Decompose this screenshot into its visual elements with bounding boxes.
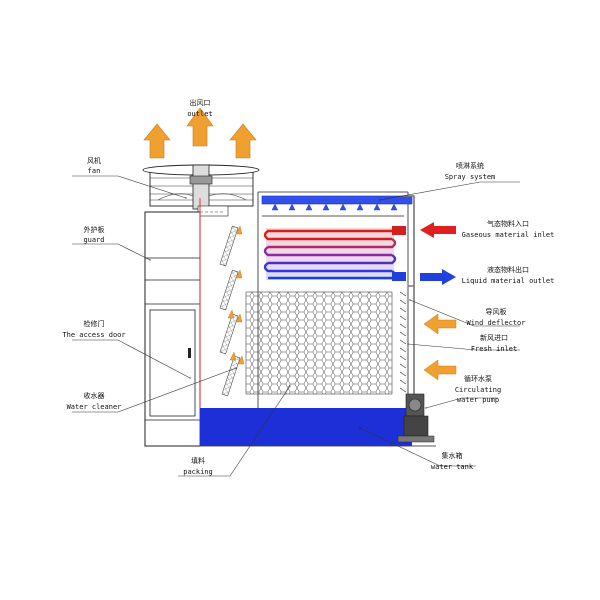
wind-deflector-arrow-icon (423, 313, 457, 335)
liquid-outlet-label-zh: 液态物料出口 (487, 265, 529, 274)
water-tank-label-zh: 集水箱 (442, 451, 463, 460)
fan-label-zh: 风机 (87, 156, 101, 165)
liquid-outlet-label-en: Liquid material outlet (462, 277, 555, 285)
water-cleaner-label-zh: 收水器 (84, 391, 105, 400)
water-cleaner (219, 225, 245, 397)
packing-fill (245, 291, 393, 395)
pump-label-en-line2: water pump (457, 396, 499, 404)
coil-bundle (263, 226, 406, 281)
fresh-inlet-arrow-icon (423, 359, 457, 381)
outlet-label-en: outlet (187, 110, 212, 118)
outlet-arrow-icon (143, 123, 171, 159)
gaseous-inlet-label-zh: 气态物料入口 (487, 219, 529, 228)
fan-assembly (142, 164, 260, 217)
circulating-pump (397, 393, 436, 447)
wind-deflector-label-en: Wind deflector (466, 319, 525, 327)
pump-label-zh: 循环水泵 (464, 374, 492, 383)
labels: 出风口 outlet 风机 fan 外护板 guard 检修门 The acce… (62, 98, 554, 476)
water-cleaner-label-en: Water cleaner (67, 403, 122, 411)
outlet-arrows (143, 107, 257, 159)
spray-system-label-en: Spray system (445, 173, 496, 181)
pump-label-en-line1: Circulating (455, 386, 501, 394)
water-basin (200, 408, 412, 446)
access-door-label-zh: 检修门 (84, 319, 105, 328)
fan-label-en: fan (88, 167, 101, 175)
liquid-outlet-arrow-icon (420, 269, 456, 285)
water-tank-label-en: water tank (431, 463, 474, 471)
spray-system-label-zh: 喷淋系统 (456, 161, 484, 170)
gaseous-inlet-label-en: Gaseous material inlet (462, 231, 555, 239)
leader-lines (72, 175, 520, 477)
access-door-label-en: The access door (62, 331, 125, 339)
guard-label-zh: 外护板 (84, 225, 105, 234)
wind-deflector-label-zh: 导风板 (486, 307, 507, 316)
outlet-arrow-icon (186, 107, 214, 147)
packing-label-en: packing (183, 468, 213, 476)
outlet-label-zh: 出风口 (190, 98, 211, 107)
packing-label-zh: 填料 (191, 456, 205, 465)
fresh-inlet-label-zh: 新风进口 (480, 333, 508, 342)
wind-deflector-louvers (399, 291, 407, 393)
fresh-inlet-label-en: Fresh inlet (471, 345, 517, 353)
guard-label-en: guard (83, 236, 104, 244)
spray-system (261, 195, 415, 400)
outlet-arrow-icon (229, 123, 257, 159)
access-door (149, 309, 196, 417)
door-handle-icon (188, 348, 191, 358)
gaseous-inlet-arrow-icon (420, 222, 456, 238)
left-housing (144, 211, 201, 447)
process-arrows (420, 222, 457, 381)
